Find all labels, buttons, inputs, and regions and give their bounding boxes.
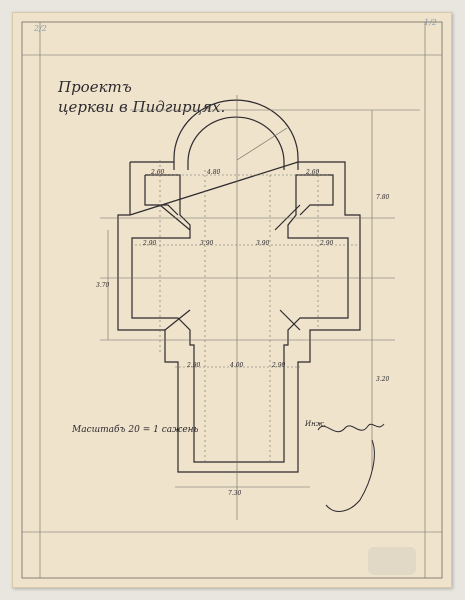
dim-top-left: 2.60 <box>151 169 165 176</box>
dim-transept-4: 2.90 <box>320 240 334 247</box>
dim-nave-1: 2.90 <box>187 362 201 369</box>
dim-top-center: 4.80 <box>207 169 221 176</box>
drawing-sheet <box>12 12 452 588</box>
dim-top-right: 2.60 <box>306 169 320 176</box>
dim-right-2: 3.20 <box>376 376 390 383</box>
dim-left: 3.70 <box>96 282 110 289</box>
corner-mark-top-right: 1/2 <box>424 18 437 27</box>
dim-nave-3: 2.90 <box>272 362 286 369</box>
drawing-title-line1: Проектъ <box>58 78 132 96</box>
dim-transept-3: 3.90 <box>256 240 270 247</box>
scale-note: Масштабъ 20 = 1 сажень <box>72 425 199 435</box>
signature-prefix: Инж. <box>305 420 326 428</box>
dim-transept-2: 3.90 <box>200 240 214 247</box>
dim-bottom: 7.30 <box>228 490 242 497</box>
corner-mark-top-left: 2/2 <box>34 24 47 33</box>
archive-stamp <box>368 547 416 575</box>
dim-nave-2: 4.00 <box>230 362 244 369</box>
drawing-title-line2: церкви в Пидгирцях. <box>58 98 226 116</box>
dim-right-1: 7.80 <box>376 194 390 201</box>
dim-transept-1: 2.90 <box>143 240 157 247</box>
